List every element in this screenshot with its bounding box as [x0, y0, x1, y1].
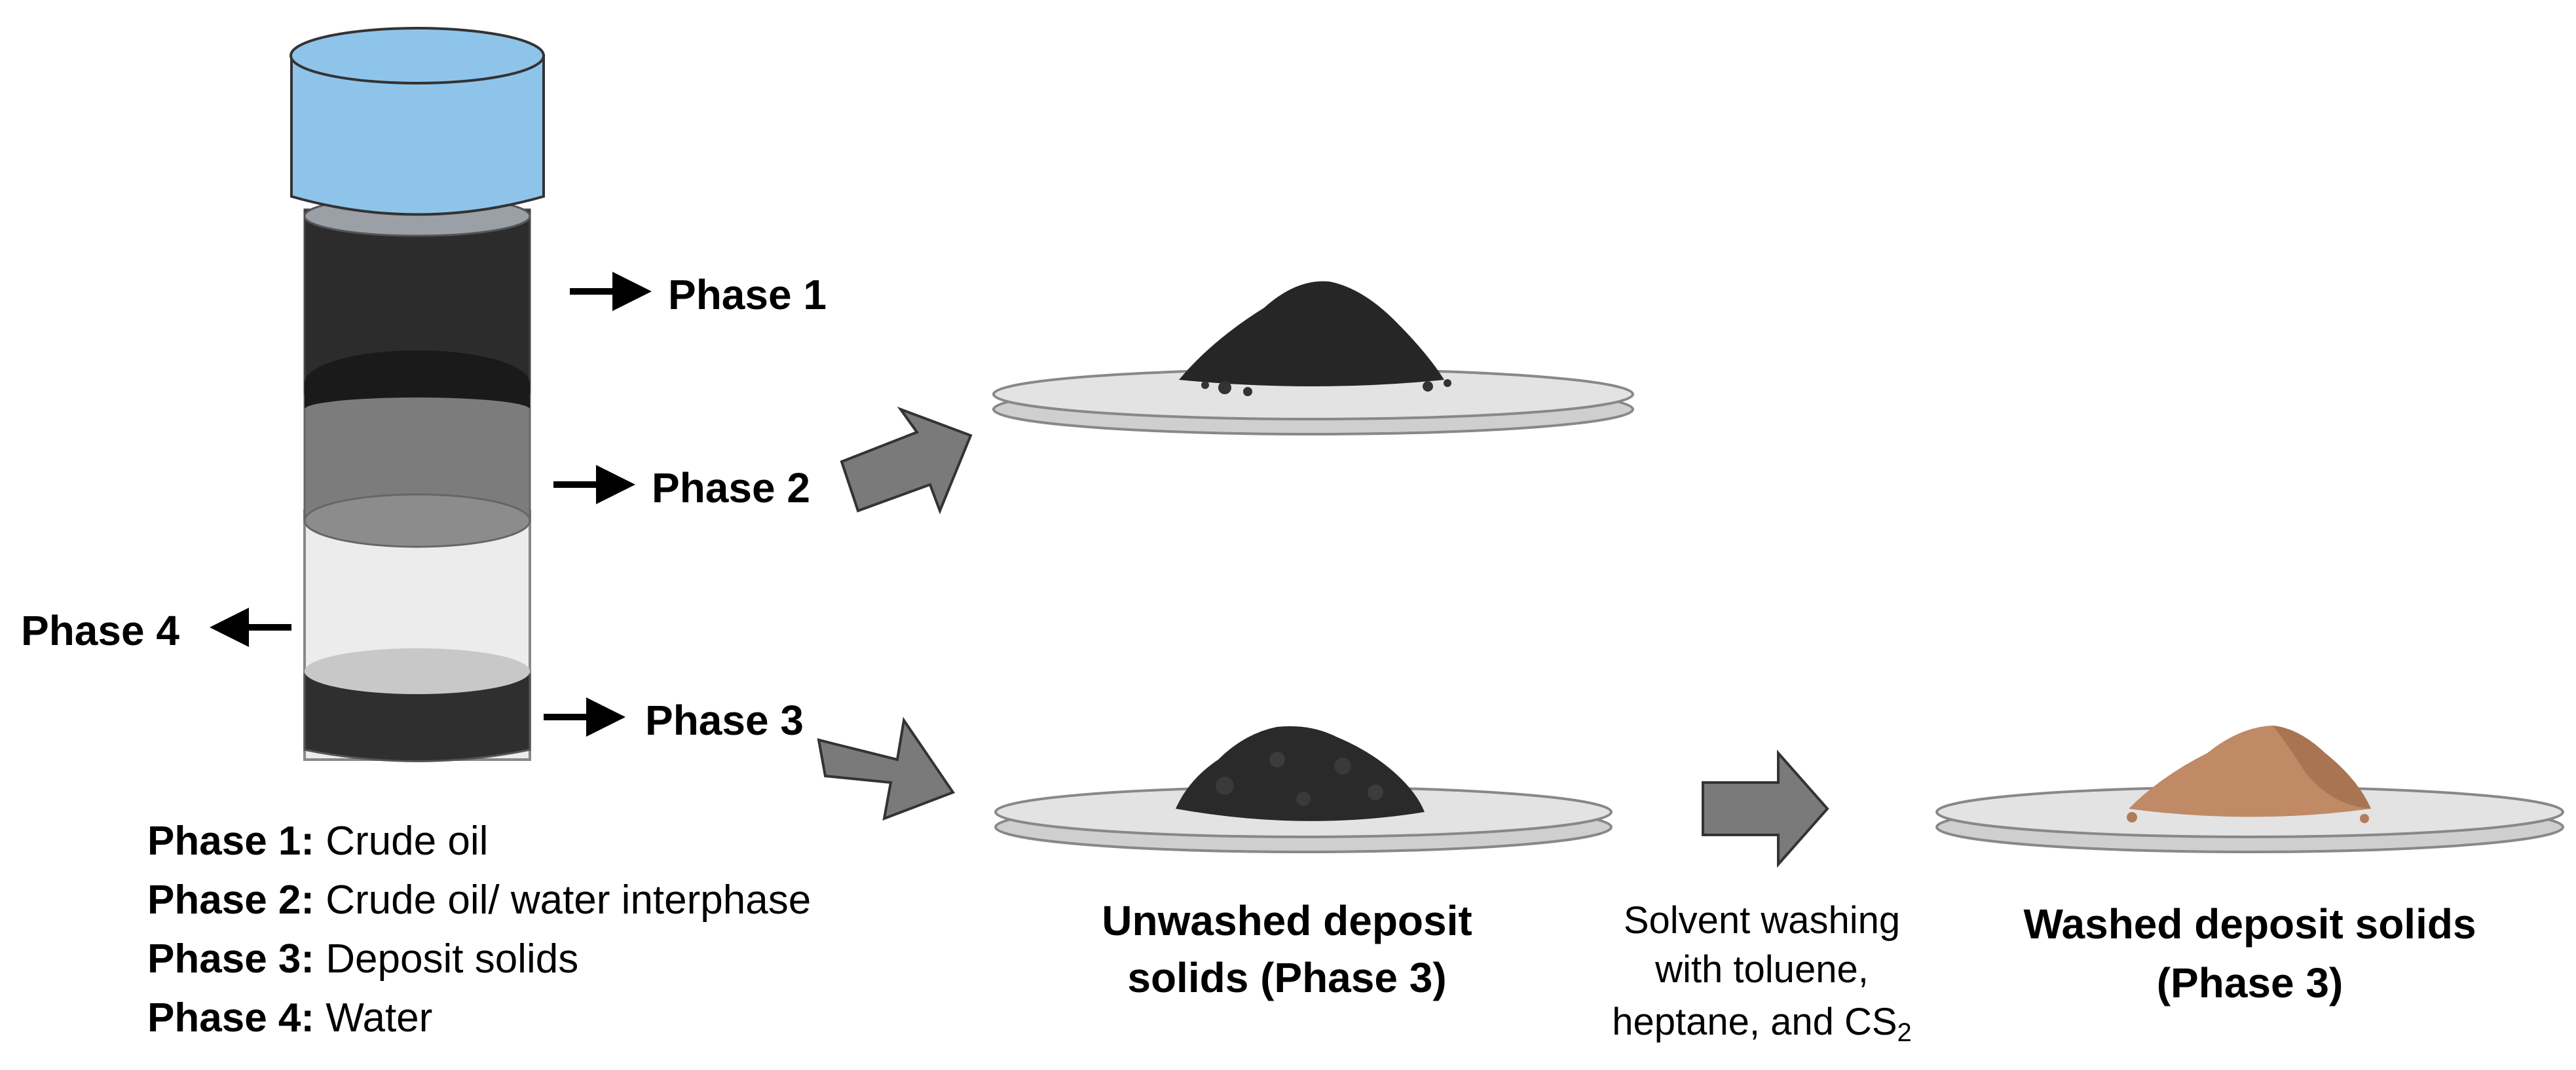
washed-caption-line1: Washed deposit solids	[2023, 900, 2476, 948]
vial	[289, 27, 545, 762]
legend-item-phase1: Phase 1: Crude oil	[147, 819, 488, 864]
vial-cap	[290, 54, 545, 216]
legend-item-phase2: Phase 2: Crude oil/ water interphase	[147, 877, 811, 923]
legend-item-phase4: Phase 4: Water	[147, 995, 432, 1041]
vial-cap-top	[289, 27, 545, 84]
phase2-label: Phase 2	[652, 464, 810, 511]
black-powder-pile	[1179, 281, 1444, 386]
washing-caption-line2: with toluene,	[1654, 948, 1869, 991]
washed-caption-line2: (Phase 3)	[2157, 959, 2343, 1006]
block-arrow-phase3-to-dish	[817, 716, 956, 821]
block-arrow-washing	[1702, 749, 1829, 868]
washing-caption-line3: heptane, and CS2	[1612, 1001, 1912, 1047]
vial-deposit-layer	[303, 673, 531, 762]
dish-phase2-powder	[992, 281, 1634, 435]
vial-deposit-top	[305, 648, 530, 694]
phase3-label: Phase 3	[645, 697, 804, 744]
vial-interphase-bottom	[303, 493, 531, 548]
washing-caption-line1: Solvent washing	[1624, 899, 1900, 942]
phase-legend: Phase 1: Crude oil Phase 2: Crude oil/ w…	[147, 819, 811, 1041]
unwashed-caption-line1: Unwashed deposit	[1102, 897, 1472, 944]
vial-interphase-top	[305, 397, 530, 421]
phase4-label: Phase 4	[21, 607, 179, 654]
legend-item-phase3: Phase 3: Deposit solids	[147, 936, 578, 982]
unwashed-deposit-pile	[1176, 726, 1425, 821]
unwashed-caption-line2: solids (Phase 3)	[1127, 954, 1446, 1001]
block-arrow-phase2-to-dish	[840, 406, 973, 515]
dish-washed-deposit	[1935, 726, 2564, 853]
dish-unwashed-deposit	[994, 726, 1613, 853]
phase1-label: Phase 1	[668, 271, 827, 318]
